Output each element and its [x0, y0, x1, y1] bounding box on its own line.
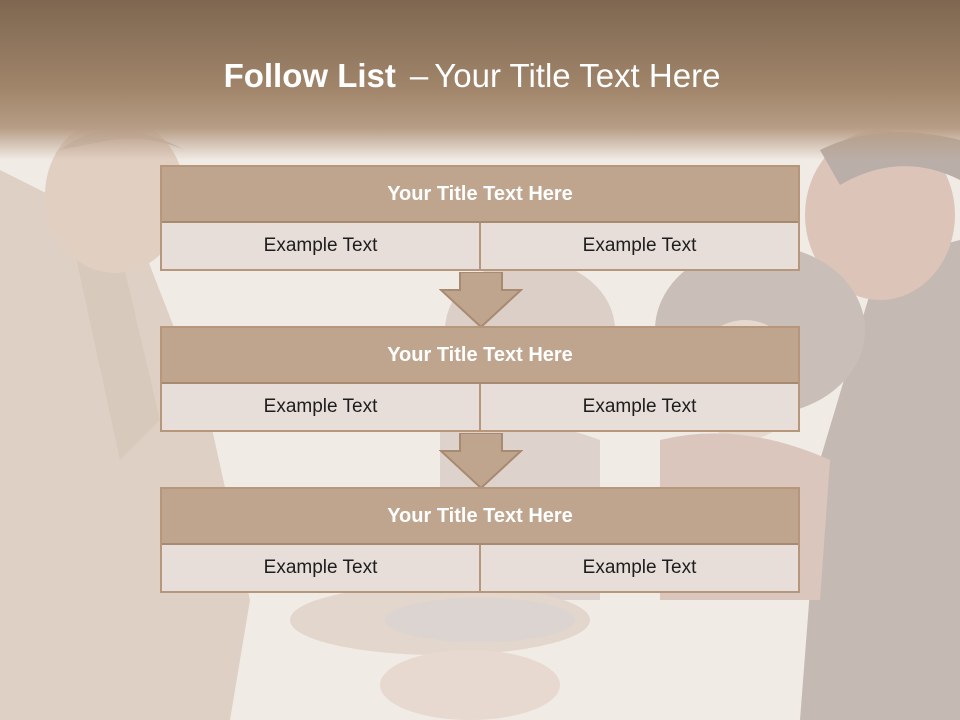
title-rest: Your Title Text Here	[434, 57, 721, 94]
step-row-3: Example Text Example Text	[162, 545, 798, 591]
down-arrow-icon	[439, 433, 523, 489]
step-table-1: Your Title Text Here Example Text Exampl…	[160, 165, 800, 271]
title-band	[0, 0, 960, 160]
step-header-2: Your Title Text Here	[162, 328, 798, 384]
step-cell-right: Example Text	[479, 545, 798, 591]
step-cell-left: Example Text	[162, 223, 479, 269]
step-table-2: Your Title Text Here Example Text Exampl…	[160, 326, 800, 432]
step-header-3: Your Title Text Here	[162, 489, 798, 545]
step-cell-left: Example Text	[162, 545, 479, 591]
title-dash: –	[409, 57, 429, 94]
step-cell-right: Example Text	[479, 223, 798, 269]
step-table-3: Your Title Text Here Example Text Exampl…	[160, 487, 800, 593]
title-bold: Follow List	[223, 57, 396, 94]
step-row-1: Example Text Example Text	[162, 223, 798, 269]
step-row-2: Example Text Example Text	[162, 384, 798, 430]
down-arrow-icon	[439, 272, 523, 328]
step-cell-left: Example Text	[162, 384, 479, 430]
slide-title: Follow List–Your Title Text Here	[0, 54, 944, 98]
step-cell-right: Example Text	[479, 384, 798, 430]
step-header-1: Your Title Text Here	[162, 167, 798, 223]
